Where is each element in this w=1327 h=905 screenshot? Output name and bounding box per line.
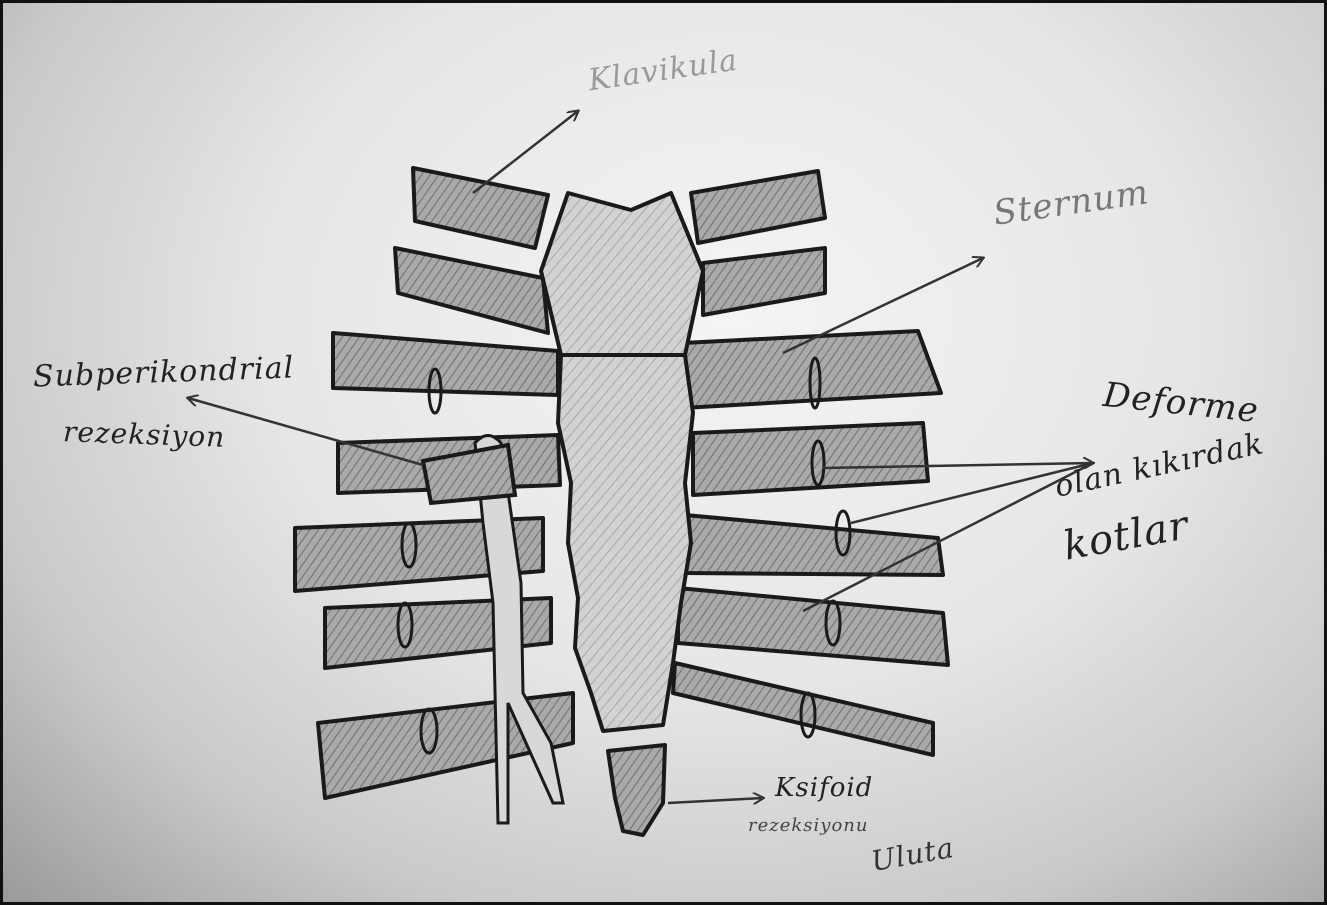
xiphoid <box>608 745 665 835</box>
right-rib-2 <box>703 248 825 315</box>
arrow-ksifoid <box>668 798 763 803</box>
sternum-body <box>558 355 693 731</box>
right-rib-5 <box>685 515 943 575</box>
right-rib-1 <box>691 171 825 243</box>
left-rib-3 <box>333 333 558 395</box>
right-rib-7 <box>673 663 933 755</box>
left-rib-1 <box>413 168 548 248</box>
right-rib-6 <box>678 588 948 665</box>
label-rezeksiyon: rezeksiyon <box>62 415 225 454</box>
right-rib-4 <box>693 423 928 495</box>
label-ksifoid: Ksifoid <box>775 773 873 803</box>
manubrium <box>541 193 703 355</box>
left-rib-2 <box>395 248 548 333</box>
arrow-klavikula <box>473 111 578 193</box>
label-ksifoid-rezeksiyonu: rezeksiyonu <box>748 815 869 836</box>
